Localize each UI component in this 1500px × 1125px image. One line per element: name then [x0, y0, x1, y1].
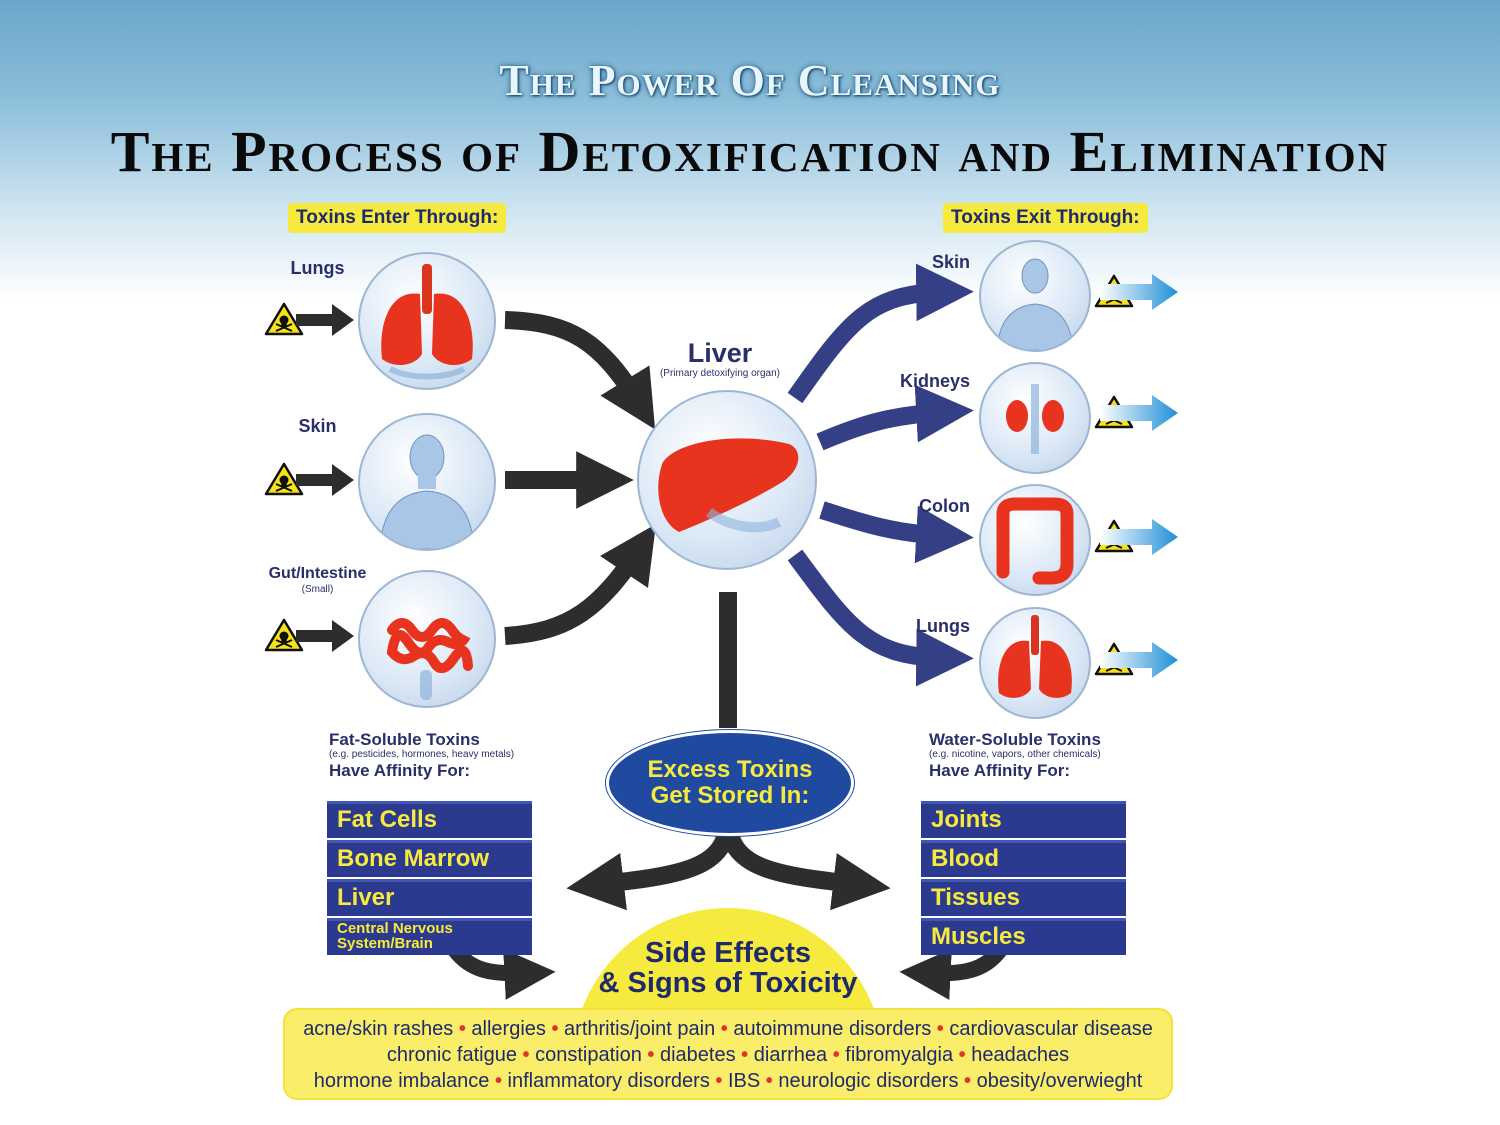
liver-sublabel: (Primary detoxifying organ) [659, 368, 781, 379]
arrow-lungs-to-liver [504, 311, 656, 430]
side-effects-title-line1: Side Effects [645, 937, 811, 969]
liver-label: Liver [687, 338, 753, 368]
fat-soluble-example: (e.g. pesticides, hormones, heavy metals… [329, 749, 515, 760]
lungs-entry-circle [358, 252, 496, 390]
lungs-icon [381, 264, 473, 380]
water-soluble-title: Water-Soluble Toxins [929, 730, 1101, 749]
symptom: fibromyalgia [845, 1044, 954, 1066]
arrow-liver-to-colon [819, 501, 974, 564]
water-soluble-affinity: Have Affinity For: [929, 761, 1071, 780]
enter-label-skin: Skin [298, 416, 337, 436]
enter-sublabel-gut: (Small) [301, 584, 334, 595]
gut-entry-circle [358, 570, 496, 708]
symptom: chronic fatigue [386, 1044, 517, 1066]
human-bust-icon [996, 258, 1074, 350]
dark-arrow-icon [296, 304, 354, 336]
hazard-exit-colon [1094, 519, 1178, 555]
header-background [0, 0, 1500, 300]
hazard-exit-lungs [1094, 642, 1178, 678]
side-effects-row-3: hormone imbalance • inflammatory disorde… [313, 1070, 1143, 1092]
arrow-liver-to-skin [787, 263, 974, 404]
fat-block-bone-marrow: Bone Marrow [327, 840, 532, 877]
arrow-gut-to-liver [504, 524, 656, 645]
hazard-entry-lungs [264, 302, 354, 336]
arrow-fat-to-effects [448, 944, 556, 1000]
exit-heading: Toxins Exit Through: [943, 203, 1148, 233]
symptom: headaches [971, 1044, 1070, 1066]
arrow-liver-to-lungs [787, 549, 974, 687]
exit-label-kidneys: Kidneys [899, 371, 970, 391]
storage-ellipse: Excess Toxins Get Stored In: [606, 730, 854, 836]
exit-label-colon: Colon [919, 496, 970, 516]
skin-exit-circle [979, 240, 1091, 352]
arrow-water-to-effects [899, 944, 1007, 1000]
arrow-liver-to-kidneys [816, 384, 974, 451]
water-block-muscles: Muscles [921, 918, 1126, 955]
hazard-entry-skin [264, 462, 354, 496]
intestine-icon [386, 618, 473, 700]
lungs-icon [998, 615, 1072, 698]
symptom: acne/skin rashes [303, 1018, 454, 1040]
water-block-tissues: Tissues [921, 879, 1126, 916]
water-block-joints: Joints [921, 801, 1126, 838]
kidneys-exit-circle [979, 362, 1091, 474]
water-soluble-example: (e.g. nicotine, vapors, other chemicals) [929, 749, 1101, 760]
liver-circle [637, 390, 817, 570]
colon-icon [996, 497, 1074, 585]
skin-entry-circle [358, 413, 496, 551]
human-bust-icon [379, 434, 475, 549]
storage-label-line1: Excess Toxins [647, 756, 813, 783]
side-effects-title-line2: & Signs of Toxicity [598, 967, 858, 999]
enter-label-gut: Gut/Intestine [268, 565, 367, 582]
symptom: IBS [727, 1070, 761, 1092]
symptom: inflammatory disorders [507, 1070, 710, 1092]
fat-soluble-note: Fat-Soluble Toxins (e.g. pesticides, hor… [329, 730, 569, 780]
fat-soluble-affinity: Have Affinity For: [329, 761, 471, 780]
side-effects-row-1: acne/skin rashes • allergies • arthritis… [303, 1018, 1153, 1040]
fat-block-cns: Central Nervous System/Brain [327, 918, 532, 955]
storage-label-line2: Get Stored In: [650, 782, 810, 809]
exit-label-skin: Skin [931, 252, 970, 272]
supertitle: The Power Of Cleansing [499, 56, 1001, 105]
enter-heading: Toxins Enter Through: [288, 203, 507, 233]
lungs-exit-circle [979, 607, 1091, 719]
hazard-exit-kidneys [1094, 395, 1178, 431]
symptom: allergies [471, 1018, 546, 1040]
hazard-entry-gut [264, 618, 354, 652]
fat-block-liver: Liver [327, 879, 532, 916]
side-effects-panel: acne/skin rashes • allergies • arthritis… [283, 1008, 1173, 1100]
symptom: diarrhea [753, 1044, 828, 1066]
symptom: arthritis/joint pain [564, 1018, 716, 1040]
water-soluble-note: Water-Soluble Toxins (e.g. nicotine, vap… [929, 730, 1169, 780]
symptom: cardiovascular disease [949, 1018, 1153, 1040]
dark-arrow-icon [296, 464, 354, 496]
symptom: hormone imbalance [313, 1070, 490, 1092]
kidneys-icon [1006, 384, 1064, 454]
symptom: autoimmune disorders [733, 1018, 932, 1040]
dark-arrow-icon [296, 620, 354, 652]
liver-icon [658, 438, 799, 533]
fat-soluble-title: Fat-Soluble Toxins [329, 730, 480, 749]
exit-label-lungs: Lungs [916, 616, 970, 636]
colon-exit-circle [979, 484, 1091, 596]
water-block-blood: Blood [921, 840, 1126, 877]
enter-label-lungs: Lungs [290, 258, 345, 278]
symptom: constipation [535, 1044, 642, 1066]
page-title: The Process of Detoxification and Elimin… [110, 119, 1390, 184]
side-effects-row-2: chronic fatigue • constipation • diabete… [386, 1044, 1070, 1066]
fat-block-fat-cells: Fat Cells [327, 801, 532, 838]
symptom: diabetes [659, 1044, 736, 1066]
symptom: obesity/overwieght [976, 1070, 1143, 1092]
hazard-exit-skin [1094, 274, 1178, 310]
side-effects-title: Side Effects & Signs of Toxicity [572, 938, 884, 998]
symptom: neurologic disorders [778, 1070, 959, 1092]
